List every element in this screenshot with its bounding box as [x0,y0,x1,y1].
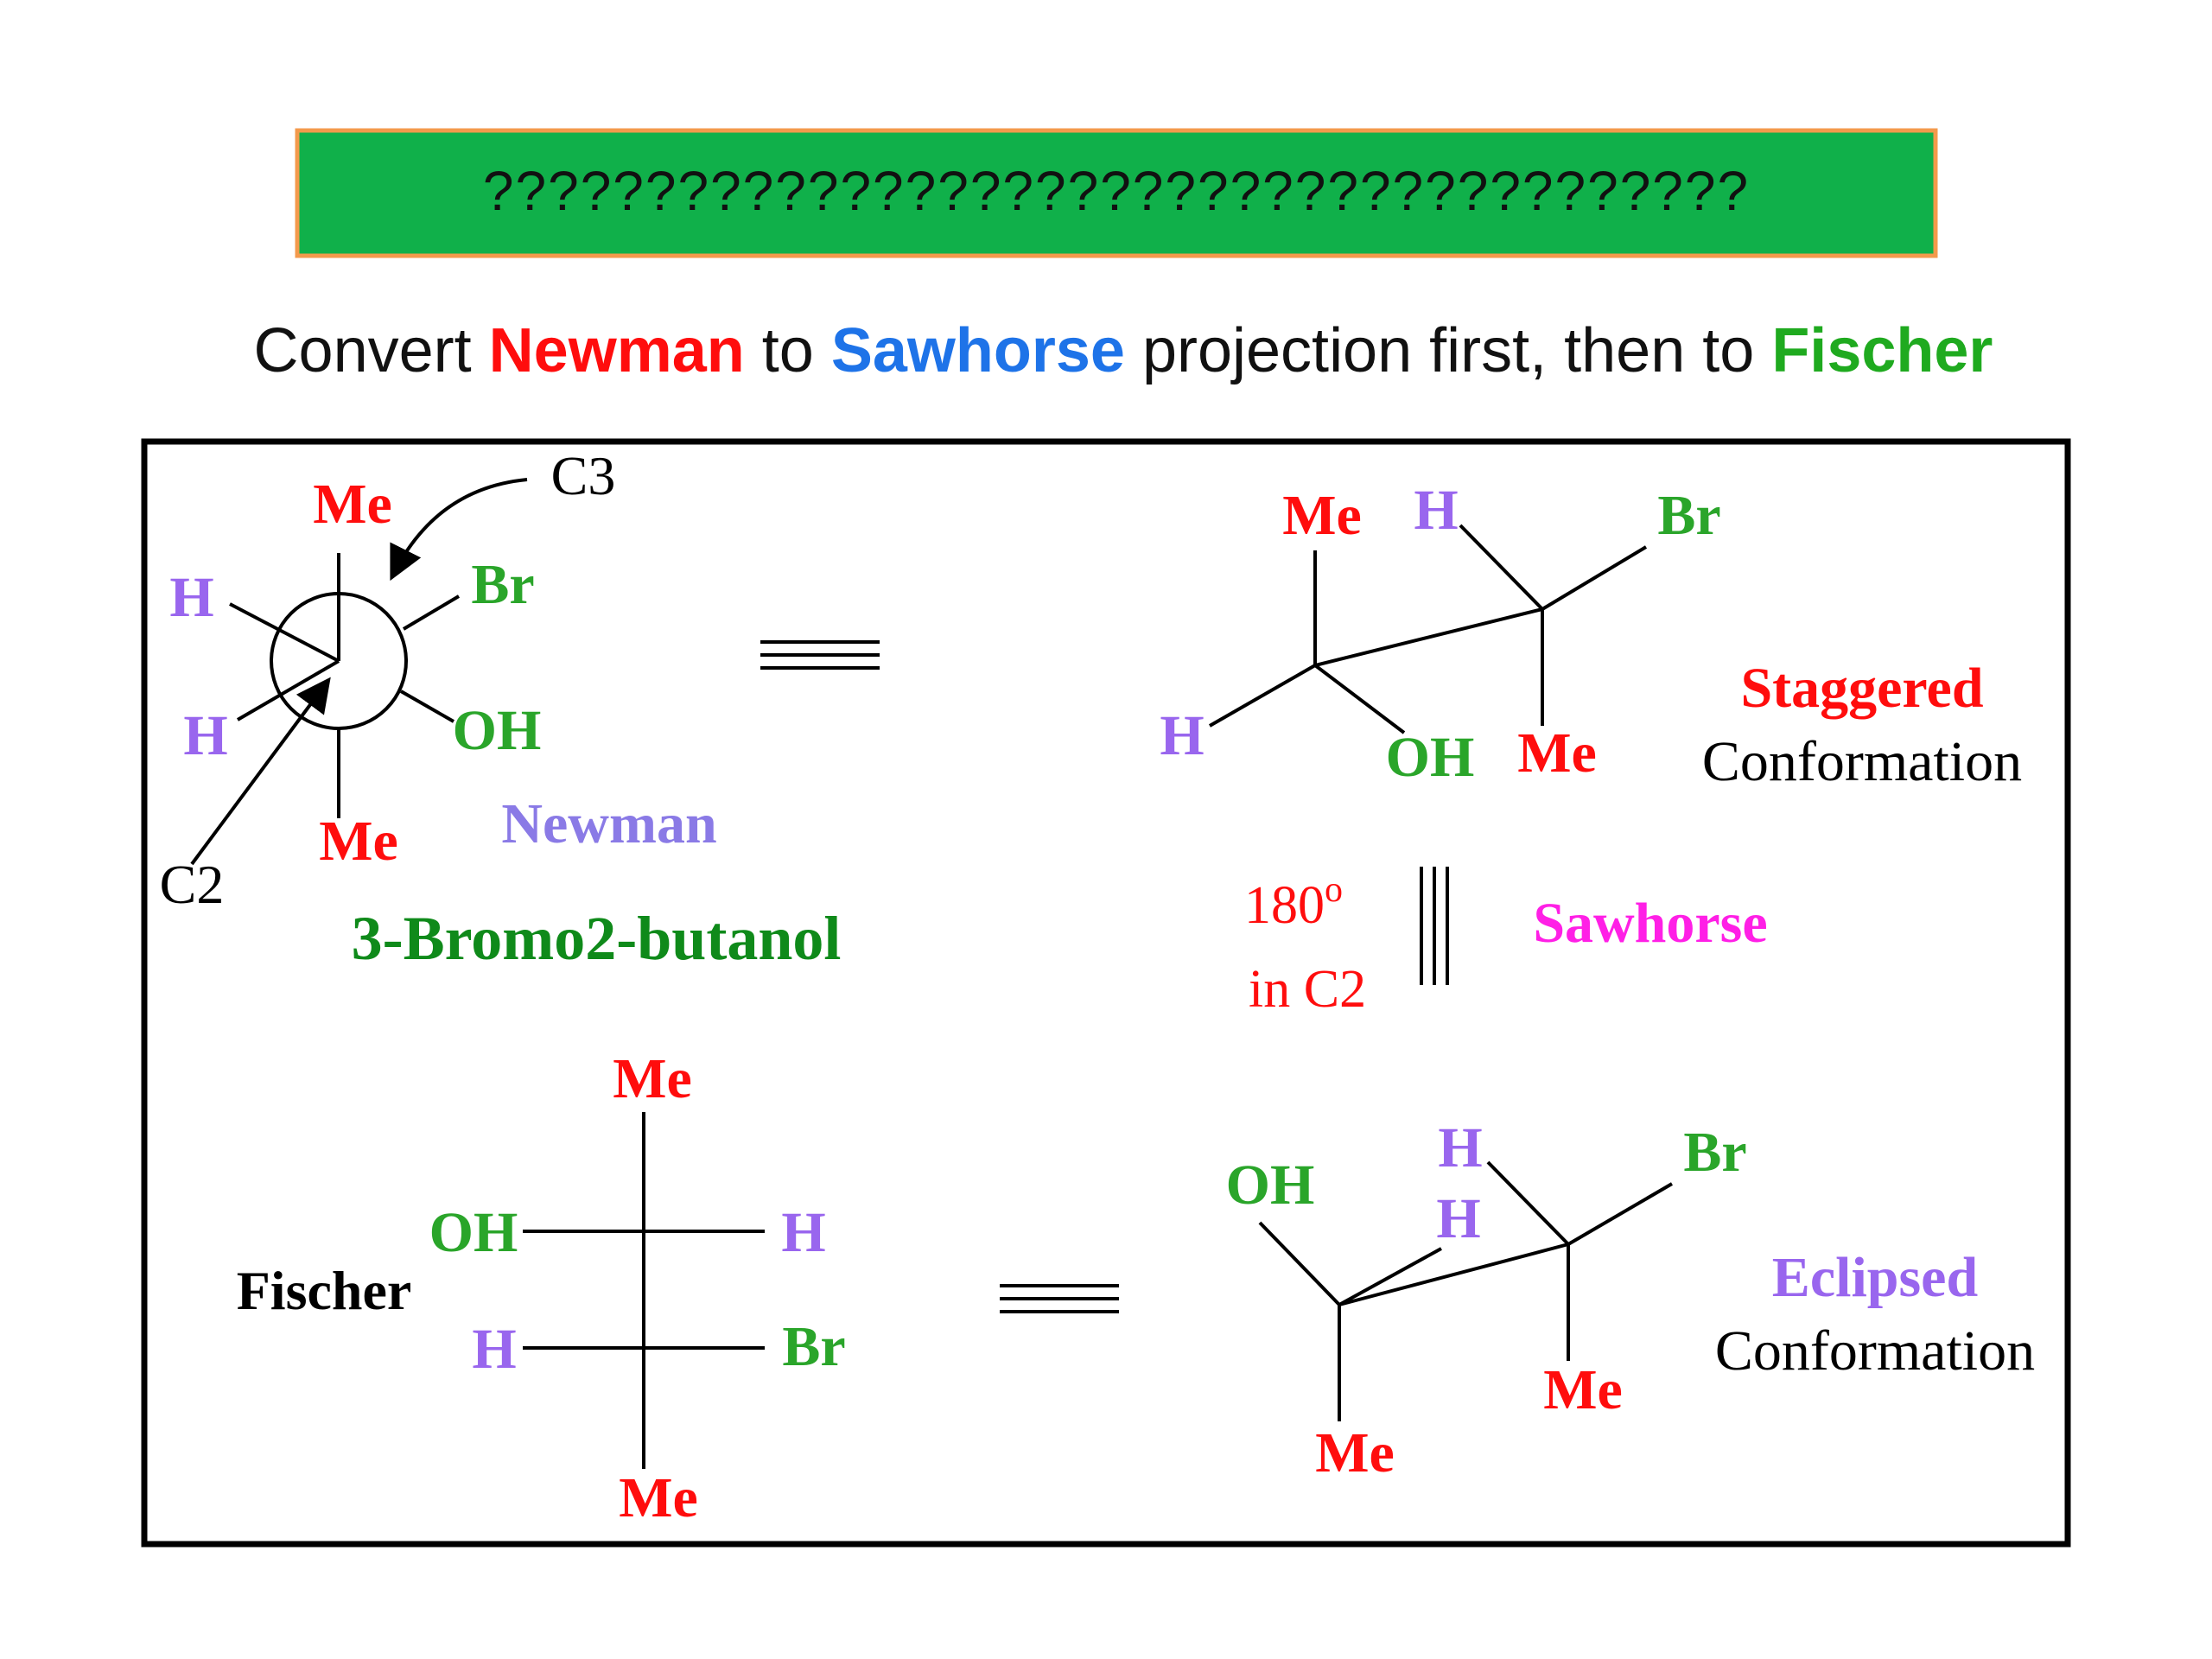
eclipsed-left-bond-upper-right [1338,1247,1442,1306]
fischer-upper-left-oh: OH [429,1201,518,1264]
fischer-bottom-me: Me [619,1466,698,1529]
staggered-left-lower-left-h: H [1160,704,1204,767]
newman-front-upper-left-h: H [169,566,213,629]
heading-part-0: Convert [254,316,489,385]
c3-label: C3 [551,445,616,506]
eclipsed-conformation-label: Conformation [1715,1319,2035,1382]
staggered-left-lower-right-oh: OH [1386,726,1475,789]
heading-part-3: Sawhorse [831,316,1125,385]
newman-back-bond-upper-right [402,594,461,631]
staggered-conformation-label: Conformation [1702,730,2022,793]
newman-back-upper-right-br: Br [471,553,534,616]
c2-arrow [190,677,331,866]
equivalence-sign-top [760,640,880,670]
eclipsed-label: Eclipsed [1772,1246,1978,1309]
banner-text: ??????????????????????????????????????? [483,160,1750,222]
heading-part-1: Newman [489,316,745,385]
rotation-carbon: in C2 [1249,960,1366,1019]
newman-front-bond-upper-left [229,602,340,663]
fischer-lower-left-h: H [472,1318,516,1381]
staggered-left-bond-lower-left [1209,664,1316,728]
title-banner: ??????????????????????????????????????? [295,128,1938,258]
banner-box [295,128,1938,258]
staggered-label: Staggered [1740,657,1983,720]
newman-back-bottom-me: Me [319,810,398,873]
newman-front-lower-left-h: H [183,704,227,767]
fischer-top-me: Me [613,1047,692,1110]
newman-label: Newman [501,792,716,855]
compound-name: 3-Bromo2-butanol [352,904,842,973]
heading-part-2: to [745,316,831,385]
eclipsed-left-bottom-me: Me [1315,1421,1395,1484]
instruction-heading: Convert Newman to Sawhorse projection fi… [254,316,1993,385]
staggered-central-bond [1314,607,1543,667]
fischer-projection: Me OH H H Br Me Fischer [237,1047,846,1529]
fischer-upper-right-h: H [781,1201,825,1264]
heading-part-5: Fischer [1771,316,1993,385]
newman-front-top-me: Me [313,473,392,536]
eclipsed-sawhorse: OH H Me H Br Me Eclipsed Conformation [1226,1116,2035,1484]
eclipsed-right-top-right-br: Br [1683,1121,1746,1184]
eclipsed-left-upper-right-h: H [1436,1187,1480,1250]
newman-back-lower-right-oh: OH [453,699,542,762]
staggered-right-bond-top-left [1459,524,1544,611]
rotation-note: 180o in C2 Sawhorse [1244,867,1768,1019]
c2-label: C2 [160,854,225,915]
equivalence-sign-bottom [1000,1284,1119,1313]
staggered-right-bond-top-right [1541,545,1648,611]
newman-front-bond-lower-left [236,659,340,721]
newman-back-bond-lower-right [400,690,454,723]
sawhorse-label: Sawhorse [1533,892,1767,955]
c3-arrow [390,478,528,582]
eclipsed-left-top-oh: OH [1226,1154,1315,1217]
staggered-sawhorse: Me H OH H Br Me Staggered Conformation [1160,479,2022,793]
eclipsed-right-top-left-h: H [1438,1116,1482,1179]
diagram-frame [141,438,2071,1548]
eclipsed-right-bond-top-right [1567,1182,1674,1246]
rotation-degrees: 180o [1244,870,1343,935]
eclipsed-right-bottom-me: Me [1543,1358,1623,1421]
eclipsed-left-bond-top [1258,1221,1341,1306]
fischer-lower-right-br: Br [782,1315,845,1378]
heading-part-4: projection first, then to [1125,316,1771,385]
fischer-label: Fischer [237,1260,412,1321]
staggered-right-top-right-br: Br [1657,484,1720,547]
eclipsed-central-bond [1338,1243,1569,1306]
staggered-right-bottom-me: Me [1517,721,1597,785]
staggered-left-top-me: Me [1282,484,1362,547]
eclipsed-right-bond-top-left [1486,1160,1570,1246]
newman-projection: Me H H Br OH Me C3 C2 Newman 3-Bromo2-bu… [160,445,842,973]
staggered-right-top-left-h: H [1414,479,1458,542]
staggered-left-bond-lower-right [1313,664,1406,734]
